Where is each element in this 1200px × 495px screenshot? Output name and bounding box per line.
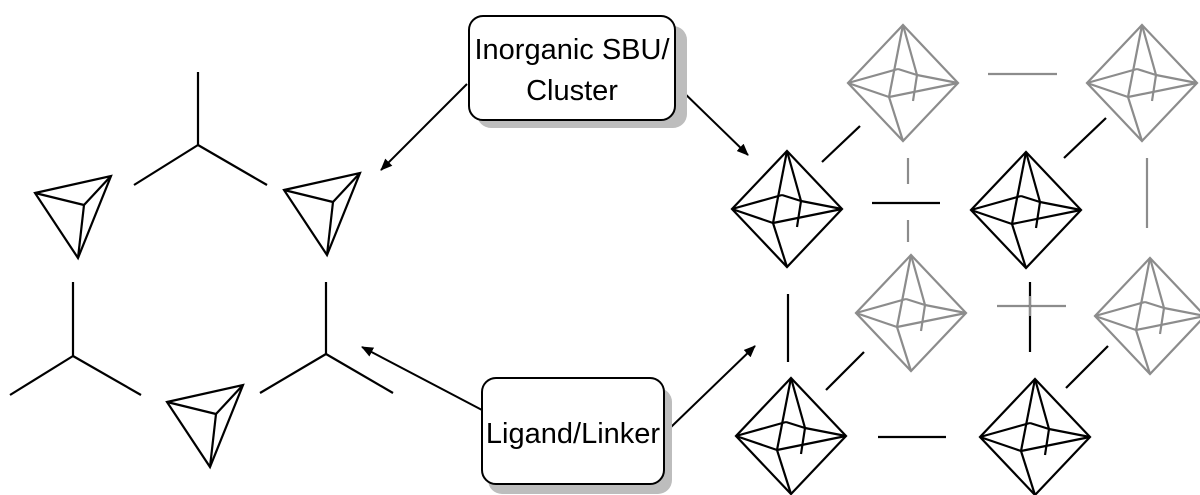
octa-cluster-black-1 [730, 149, 844, 269]
right-3d-network [730, 23, 1200, 495]
arrow-linker-to-2d [361, 346, 483, 411]
black-connectors [786, 117, 1109, 439]
linker-node-top [133, 72, 268, 186]
octa-cluster-gray-3 [854, 253, 968, 373]
tri-cluster-left [33, 174, 113, 260]
octa-cluster-gray-1 [846, 23, 960, 143]
arrows [361, 83, 756, 429]
tri-cluster-right [282, 171, 362, 257]
linker-label-box: Ligand/Linker [481, 377, 672, 494]
gray-connectors [906, 72, 1149, 308]
arrow-linker-to-3d [669, 345, 756, 429]
octa-cluster-gray-4 [1093, 256, 1200, 376]
tri-cluster-bottom [165, 383, 245, 469]
octa-cluster-black-2 [969, 150, 1083, 270]
sbu-label-line2: Cluster [526, 75, 618, 107]
octa-cluster-gray-2 [1085, 23, 1199, 143]
arrow-sbu-to-3d [676, 85, 749, 156]
left-2d-network [9, 72, 394, 469]
sbu-label-box: Inorganic SBU/ Cluster [468, 15, 687, 128]
linker-node-bottom-left [9, 282, 142, 396]
octa-cluster-black-4 [978, 377, 1092, 495]
linker-node-bottom-right [259, 282, 394, 394]
arrow-sbu-to-2d [380, 83, 468, 171]
sbu-label-line1: Inorganic SBU/ [474, 34, 670, 66]
octa-cluster-black-3 [734, 376, 848, 495]
linker-label: Ligand/Linker [486, 418, 660, 450]
